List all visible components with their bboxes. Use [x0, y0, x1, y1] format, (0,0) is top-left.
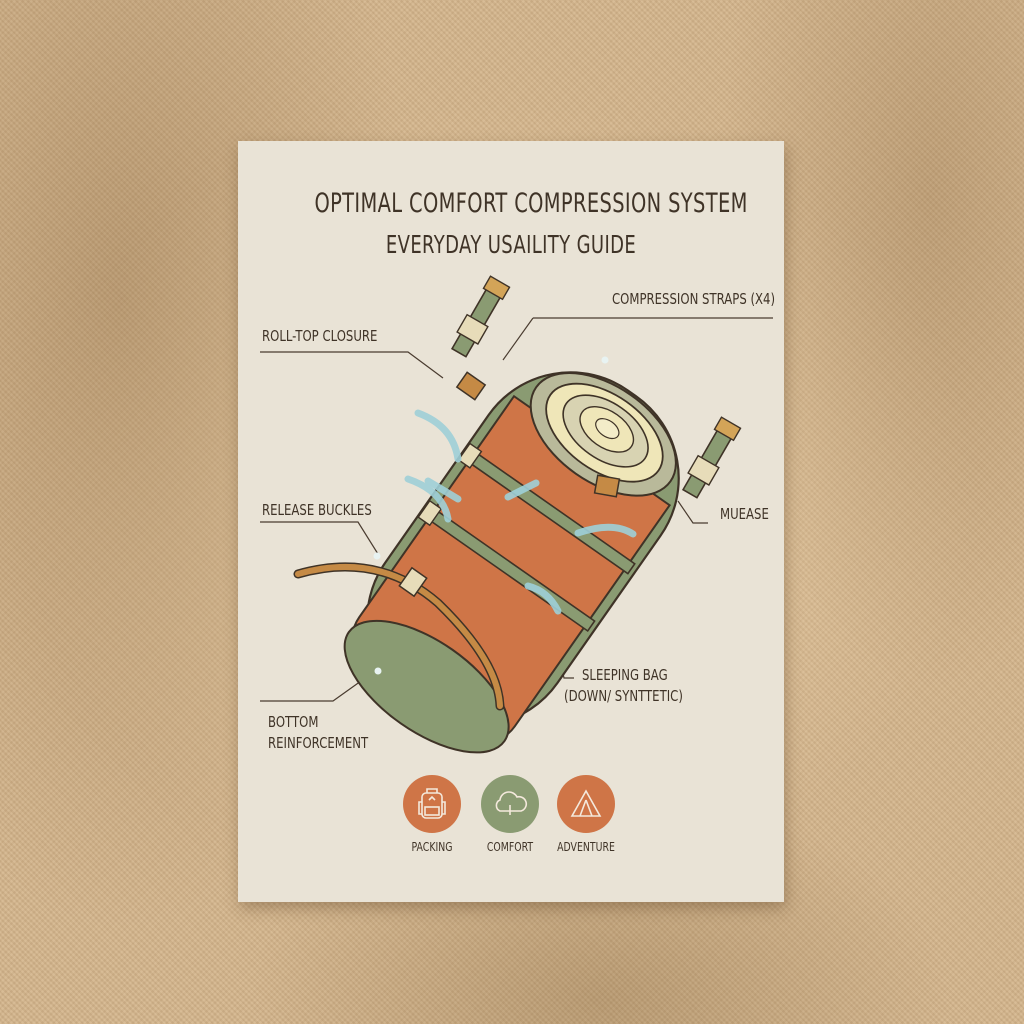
- icon-label-comfort: COMFORT: [486, 840, 534, 854]
- backpack-icon: [403, 775, 461, 833]
- tent-icon: [557, 775, 615, 833]
- callout-muease: MUEASE: [720, 505, 769, 523]
- card-title: OPTIMAL COMFORT COMPRESSION SYSTEM: [314, 188, 748, 219]
- icon-label-packing: PACKING: [411, 840, 453, 854]
- guide-card: OPTIMAL COMFORT COMPRESSION SYSTEM EVERY…: [238, 141, 784, 902]
- compression-arrows: [404, 409, 637, 615]
- card-subtitle: EVERYDAY USAILITY GUIDE: [385, 230, 637, 259]
- callout-roll-top-closure: ROLL-TOP CLOSURE: [262, 327, 378, 345]
- callout-sleeping-bag-material: (DOWN/ SYNTTETIC): [564, 687, 683, 705]
- callout-release-buckles: RELEASE BUCKLES: [262, 501, 372, 519]
- callout-bottom: BOTTOM: [268, 713, 319, 731]
- callout-bottom-reinforcement: REINFORCEMENT: [268, 734, 369, 752]
- cloud-icon: [481, 775, 539, 833]
- icon-label-adventure: ADVENTURE: [557, 840, 615, 854]
- callout-sleeping-bag: SLEEPING BAG: [582, 666, 668, 684]
- callout-compression-straps: COMPRESSION STRAPS (X4): [612, 290, 776, 308]
- sleeping-bag-illustration: [260, 275, 773, 754]
